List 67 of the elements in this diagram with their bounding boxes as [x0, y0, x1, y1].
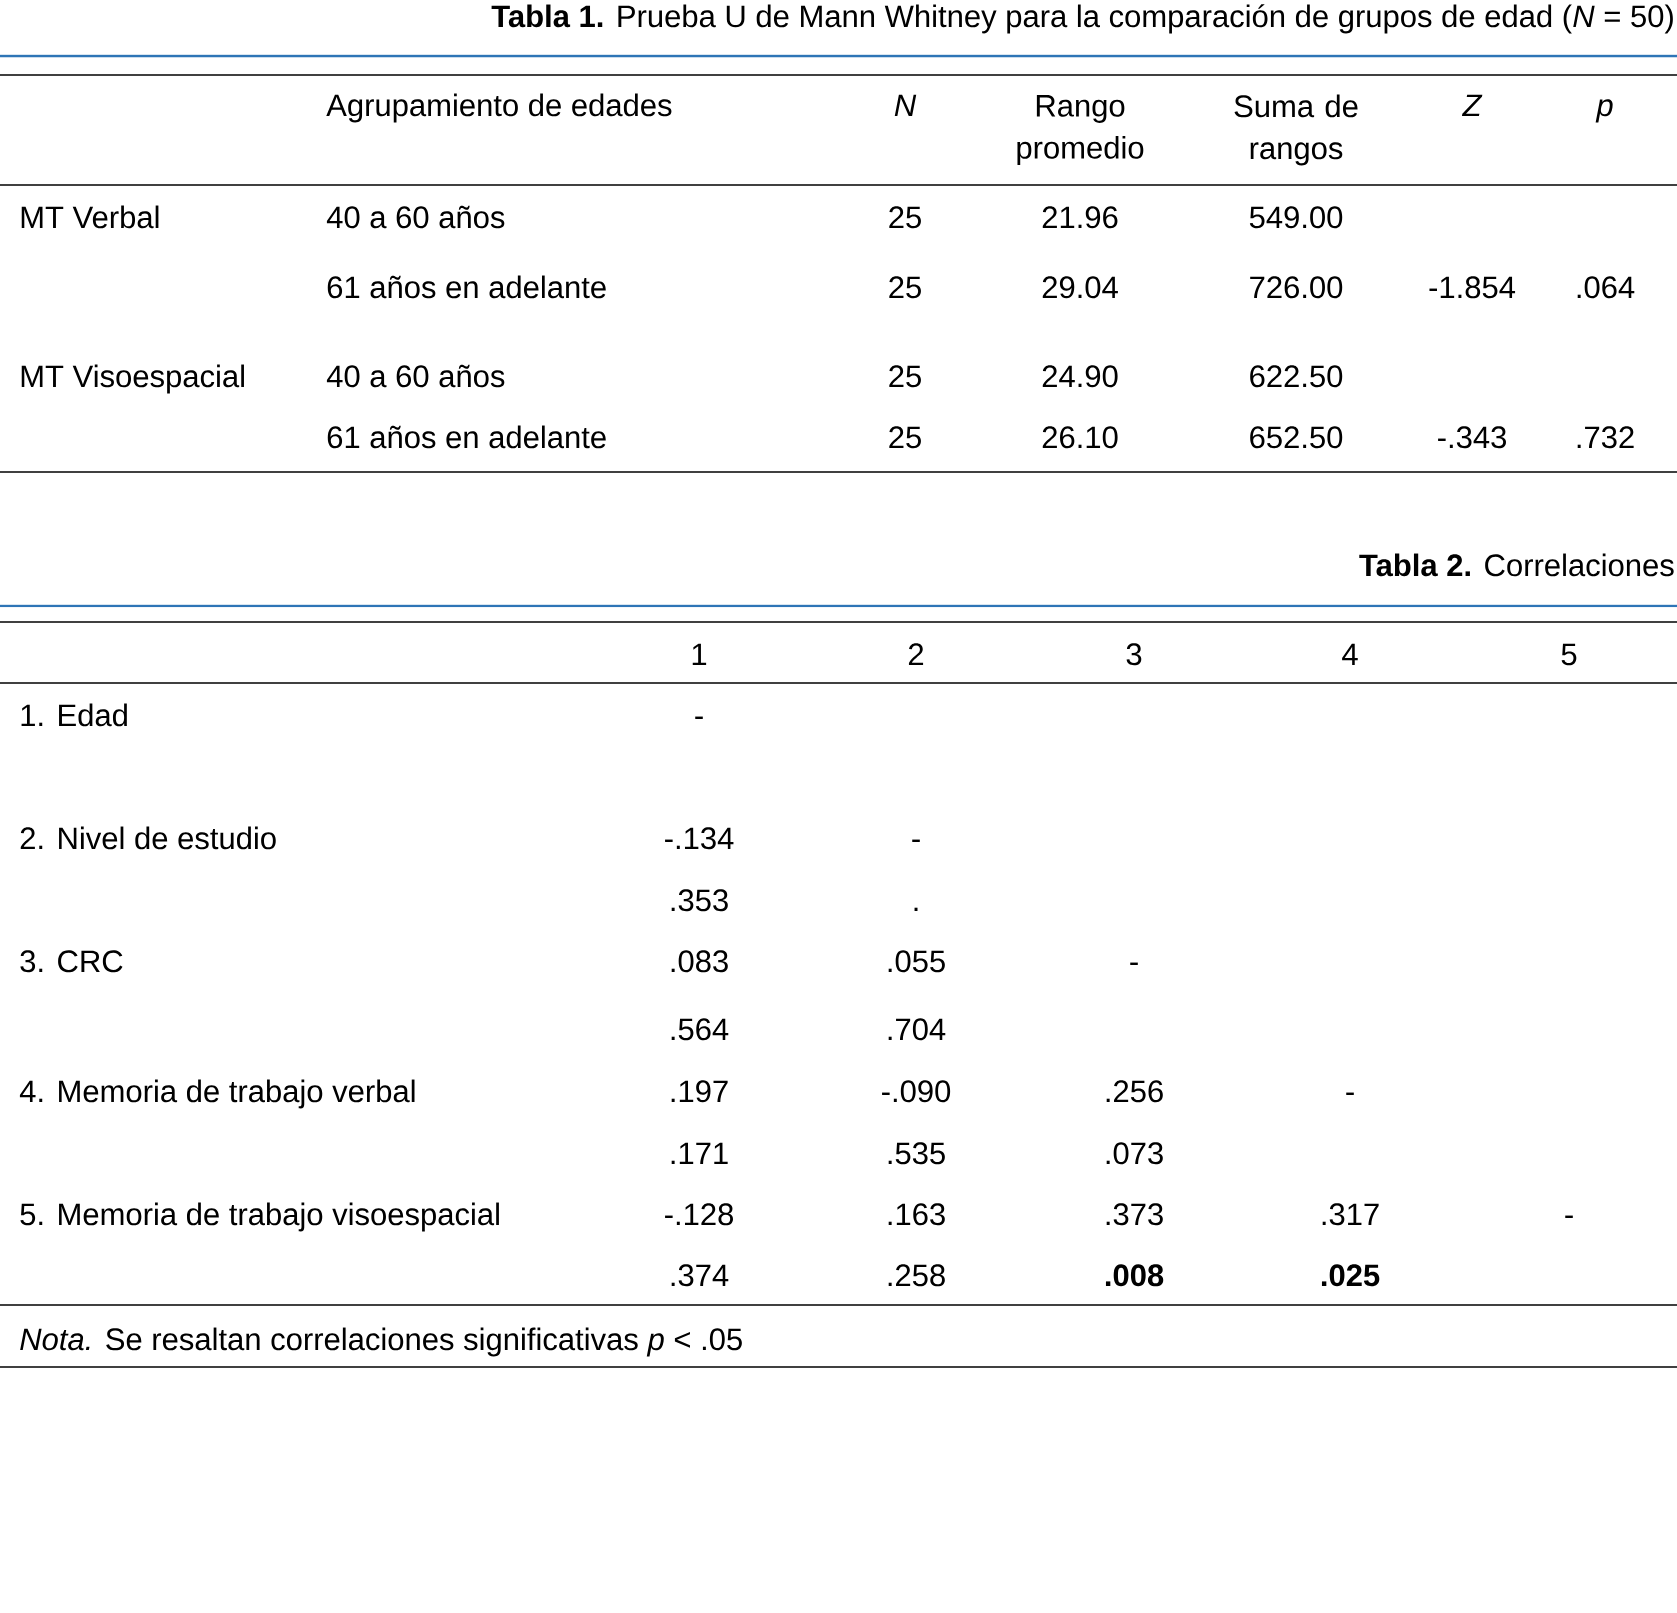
- table-value: -.090: [882, 1080, 951, 1103]
- column-header: Z: [1461, 94, 1483, 116]
- column-header: 1: [692, 643, 707, 665]
- table-value: 549.00: [1249, 206, 1343, 229]
- row-label: 3. CRC: [20, 950, 123, 973]
- column-header: 3: [1126, 643, 1142, 666]
- table-value: -.134: [665, 827, 734, 850]
- table-title: Tabla 1. Prueba U de Mann Whitney para la comparación de grupos de edad (N = 50): [491, 4, 1673, 34]
- table-value: .564: [671, 1018, 729, 1041]
- table-value: 652.50: [1250, 426, 1343, 449]
- table-value: .256: [1106, 1080, 1163, 1103]
- table-value: .732: [1577, 426, 1634, 449]
- table-value: 622.50: [1250, 365, 1343, 388]
- column-header: Agrupamiento de edades: [326, 93, 672, 123]
- table-value: .: [914, 907, 918, 911]
- table-value: .083: [671, 950, 728, 973]
- table-value: -: [912, 839, 920, 842]
- group-label: 61 años en adelante: [327, 275, 606, 299]
- table-note: Nota. Se resaltan correlaciones significativas p < .05: [20, 1327, 742, 1357]
- group-label: 61 años en adelante: [327, 425, 606, 449]
- column-header: Rango promedio: [1017, 95, 1144, 165]
- table-value: 25: [889, 276, 921, 299]
- table-value: 25: [889, 206, 921, 229]
- table-value: -: [1346, 1092, 1354, 1095]
- row-label: 2. Nivel de estudio: [20, 826, 276, 850]
- table-value: .008: [1105, 1264, 1164, 1287]
- row-label: MT Visoespacial: [21, 364, 244, 394]
- table-value: .373: [1106, 1203, 1163, 1226]
- column-header: p: [1595, 99, 1613, 123]
- table-value: 726.00: [1250, 276, 1343, 299]
- table-value: .197: [671, 1080, 728, 1103]
- column-header: 2: [908, 643, 924, 665]
- table-value: 24.90: [1042, 365, 1118, 388]
- table-value: .704: [888, 1018, 946, 1041]
- table-value: 25: [889, 426, 921, 449]
- row-label: MT Verbal: [21, 205, 159, 229]
- table-value: .163: [888, 1203, 945, 1226]
- table-value: .171: [671, 1142, 728, 1164]
- table-value: -.128: [665, 1203, 733, 1226]
- table-value: -1.854: [1429, 276, 1516, 299]
- table-value: 25: [889, 365, 921, 388]
- table-value: .374: [671, 1264, 729, 1287]
- table-value: .055: [888, 950, 945, 973]
- table-value: -.343: [1438, 426, 1506, 449]
- table-value: -: [695, 716, 703, 719]
- row-label: 1. Edad: [21, 703, 127, 727]
- column-header: 4: [1342, 643, 1358, 665]
- table-value: 21.96: [1042, 206, 1118, 229]
- table-value: 26.10: [1042, 426, 1118, 449]
- table-value: .073: [1106, 1142, 1163, 1165]
- table-value: .025: [1321, 1264, 1380, 1287]
- table-title: Tabla 2. Correlaciones: [1359, 553, 1674, 577]
- group-label: 40 a 60 años: [326, 364, 505, 388]
- row-label: 5. Memoria de trabajo visoespacial: [20, 1202, 499, 1232]
- column-header: 5: [1561, 643, 1577, 666]
- table-value: 29.04: [1042, 276, 1118, 299]
- table-value: .353: [671, 889, 728, 912]
- table-value: -: [1565, 1215, 1573, 1218]
- group-label: 40 a 60 años: [326, 205, 505, 229]
- table-value: .535: [888, 1142, 945, 1165]
- table-value: -: [1130, 962, 1138, 965]
- row-label: 4. Memoria de trabajo verbal: [19, 1079, 415, 1109]
- column-header: N: [894, 94, 917, 116]
- column-header: Suma de rangos: [1234, 94, 1358, 166]
- table-value: .064: [1577, 276, 1635, 299]
- table-value: .317: [1322, 1203, 1379, 1226]
- table-value: .258: [888, 1264, 945, 1287]
